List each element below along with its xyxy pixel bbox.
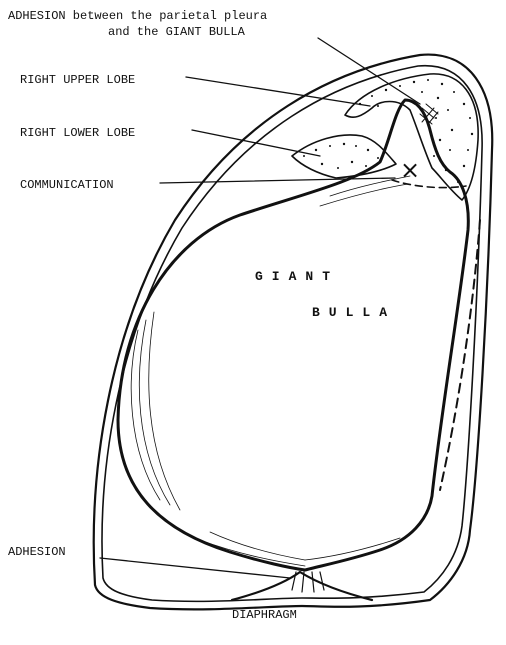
bulla-shading [131, 176, 410, 566]
label-right-upper-lobe: RIGHT UPPER LOBE [20, 73, 135, 87]
right-lower-lobe [292, 135, 396, 178]
leader-right-lower-lobe [192, 130, 320, 156]
leader-communication [160, 178, 395, 183]
leader-right-upper-lobe [186, 77, 370, 106]
label-communication: COMMUNICATION [20, 178, 114, 192]
label-bulla: BULLA [312, 305, 396, 320]
communication-mark: × [400, 156, 420, 184]
leader-adhesion-top [318, 38, 420, 104]
chest-wall-inner [102, 66, 482, 602]
label-adhesion-bottom: ADHESION [8, 545, 66, 559]
label-right-lower-lobe: RIGHT LOWER LOBE [20, 126, 135, 140]
label-adhesion-top: ADHESION between the parietal pleura [8, 9, 267, 23]
label-adhesion-top-2: and the GIANT BULLA [108, 25, 246, 39]
label-diaphragm: DIAPHRAGM [232, 608, 297, 622]
label-giant: GIANT [255, 269, 339, 284]
